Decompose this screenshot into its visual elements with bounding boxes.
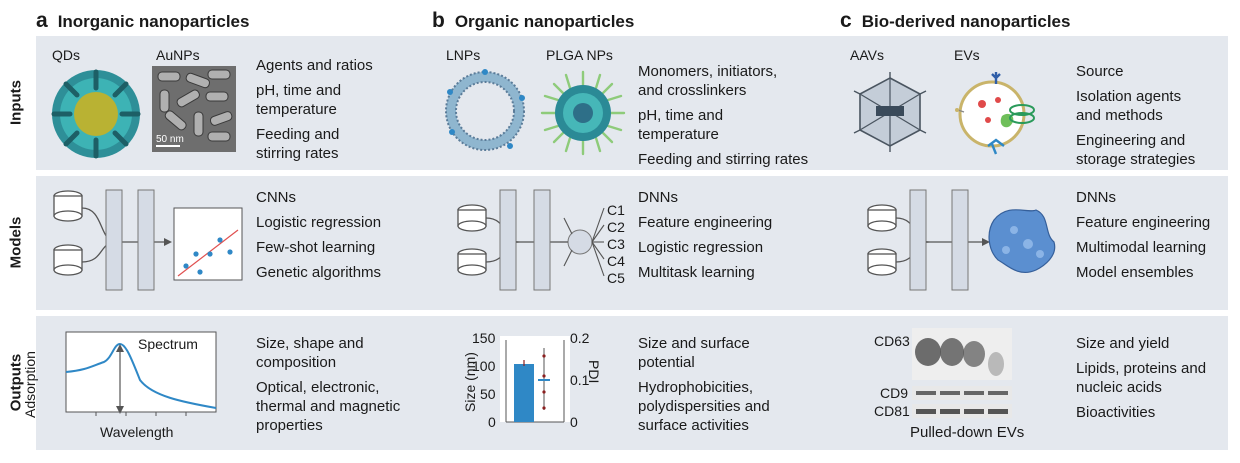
model-item: Multimodal learning xyxy=(1076,239,1207,256)
input-item: Isolation agents and methods xyxy=(1076,88,1182,124)
input-item: pH, time and temperature xyxy=(256,82,342,118)
y-tick: 100 xyxy=(472,358,496,374)
size-pdi-bar-chart xyxy=(500,336,570,423)
model-item: CNNs xyxy=(256,189,296,206)
y-tick: 150 xyxy=(472,330,496,346)
column-title-b: Organic nanoparticles xyxy=(454,12,635,31)
input-item: Engineering and storage strategies xyxy=(1076,132,1196,168)
input-item: Monomers, initiators, and crosslinkers xyxy=(638,63,778,99)
label-qds: QDs xyxy=(52,47,80,63)
output-item: Size and yield xyxy=(1076,335,1170,352)
model-item: DNNs xyxy=(638,189,678,206)
outputs-list-b: Size and surface potential Hydrophobicit… xyxy=(638,334,818,441)
column-title-c: Bio-derived nanoparticles xyxy=(861,12,1071,31)
y-axis-label-size: Size (nm) xyxy=(462,352,478,412)
output-item: Bioactivities xyxy=(1076,404,1156,421)
y-tick: 0 xyxy=(488,414,496,430)
class-label-c1: C1 xyxy=(607,202,625,218)
model-item: DNNs xyxy=(1076,189,1116,206)
column-header-c: c Bio-derived nanoparticles xyxy=(840,9,1070,33)
model-diagram-c xyxy=(867,189,1056,291)
model-item: Feature engineering xyxy=(1076,214,1211,231)
input-item: Feeding and stirring rates xyxy=(256,126,340,162)
plga-nanoparticle-illustration xyxy=(540,70,626,156)
western-blot-image xyxy=(912,328,1012,418)
class-fan-arrows xyxy=(591,207,605,277)
models-list-c: DNNs Feature engineering Multimodal lear… xyxy=(1076,188,1210,288)
output-item: Hydrophobicities, polydispersities and s… xyxy=(638,379,770,434)
band-label-cd81: CD81 xyxy=(874,403,910,419)
panel-letter-a: a xyxy=(36,9,48,32)
panel-letter-c: c xyxy=(840,9,852,32)
output-item: Size and surface potential xyxy=(638,335,750,371)
band-label-cd63: CD63 xyxy=(874,333,910,349)
output-item: Optical, electronic, thermal and magneti… xyxy=(256,379,401,434)
inputs-list-b: Monomers, initiators, and crosslinkers p… xyxy=(638,62,828,175)
model-item: Few-shot learning xyxy=(256,239,376,256)
class-label-c3: C3 xyxy=(607,236,625,252)
inputs-list-c: Source Isolation agents and methods Engi… xyxy=(1076,62,1226,175)
gold-nanorod-micrograph xyxy=(152,66,236,152)
model-item: Feature engineering xyxy=(638,214,773,231)
label-evs: EVs xyxy=(954,47,980,63)
column-title-a: Inorganic nanoparticles xyxy=(57,12,250,31)
row-label-inputs: Inputs xyxy=(7,80,25,125)
column-header-b: b Organic nanoparticles xyxy=(432,9,634,33)
lipid-nanoparticle-illustration xyxy=(445,69,525,151)
model-item: Logistic regression xyxy=(256,214,382,231)
band-label-cd9: CD9 xyxy=(880,385,909,401)
outputs-list-a: Size, shape and composition Optical, ele… xyxy=(256,334,406,441)
model-diagram-a xyxy=(53,189,243,291)
label-aunps: AuNPs xyxy=(156,47,200,63)
row-label-models: Models xyxy=(7,216,25,269)
y2-tick: 0.1 xyxy=(570,372,590,388)
models-list-a: CNNs Logistic regression Few-shot learni… xyxy=(256,188,381,288)
y-tick: 50 xyxy=(480,386,496,402)
label-lnps: LNPs xyxy=(446,47,481,63)
y2-tick: 0 xyxy=(570,414,578,430)
x-axis-label-wavelength: Wavelength xyxy=(100,424,174,440)
extracellular-vesicle-illustration xyxy=(955,72,1035,155)
input-item: Agents and ratios xyxy=(256,57,373,74)
class-label-c4: C4 xyxy=(607,253,625,269)
models-list-b: DNNs Feature engineering Logistic regres… xyxy=(638,188,772,288)
column-header-a: a Inorganic nanoparticles xyxy=(36,9,249,33)
input-item: Feeding and stirring rates xyxy=(638,151,809,168)
output-item: Size, shape and composition xyxy=(256,335,364,371)
model-item: Model ensembles xyxy=(1076,264,1194,281)
scale-bar-label: 50 nm xyxy=(156,134,184,145)
input-item: Source xyxy=(1076,63,1124,80)
spectrum-plot xyxy=(65,331,217,416)
y-axis-label-adsorption: Adsorption xyxy=(22,351,38,418)
model-item: Multitask learning xyxy=(638,264,755,281)
y2-axis-label-pdi: PDI xyxy=(586,360,602,384)
label-plga-nps: PLGA NPs xyxy=(546,47,613,63)
label-aavs: AAVs xyxy=(850,47,884,63)
quantum-dot-illustration xyxy=(51,69,141,159)
model-item: Logistic regression xyxy=(638,239,764,256)
outputs-list-c: Size and yield Lipids, proteins and nucl… xyxy=(1076,334,1216,428)
class-label-c5: C5 xyxy=(607,270,625,286)
inputs-list-a: Agents and ratios pH, time and temperatu… xyxy=(256,56,416,169)
model-item: Genetic algorithms xyxy=(256,264,382,281)
model-diagram-b xyxy=(457,189,593,291)
class-label-c2: C2 xyxy=(607,219,625,235)
y2-tick: 0.2 xyxy=(570,330,590,346)
input-item: pH, time and temperature xyxy=(638,107,724,143)
row-bg-outputs xyxy=(36,316,1228,450)
aav-capsid-illustration xyxy=(853,72,927,152)
blot-caption: Pulled-down EVs xyxy=(910,424,1025,441)
panel-letter-b: b xyxy=(432,9,445,32)
spectrum-label: Spectrum xyxy=(138,336,198,352)
output-item: Lipids, proteins and nucleic acids xyxy=(1076,360,1207,396)
